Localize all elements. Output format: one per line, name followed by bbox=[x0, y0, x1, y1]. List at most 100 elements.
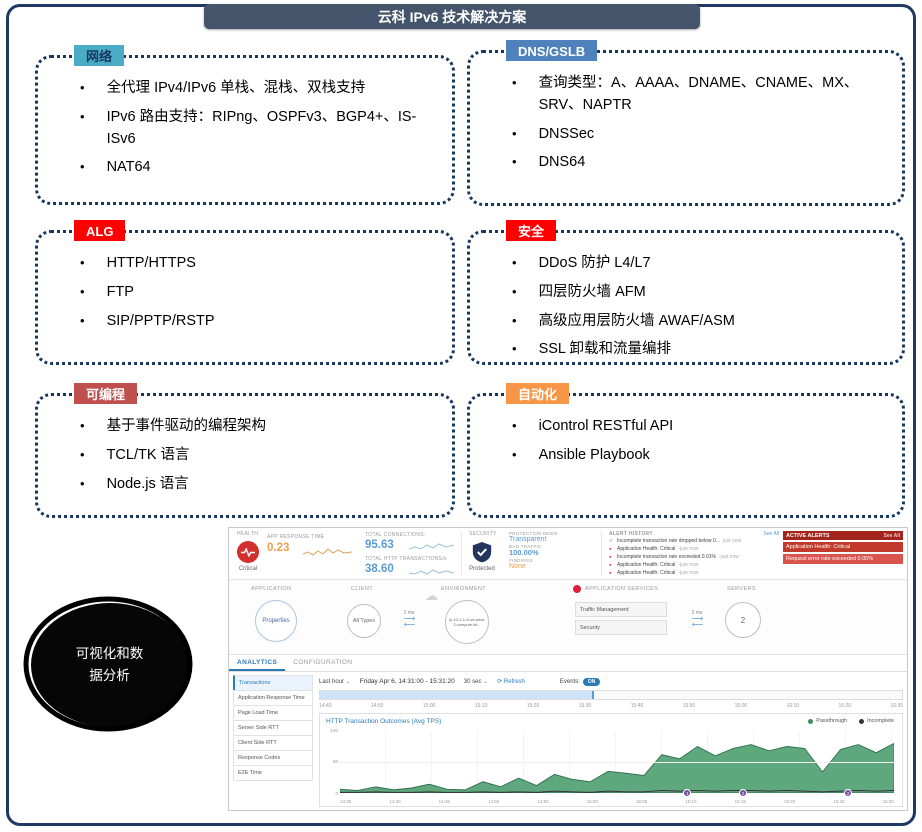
alert-history-item[interactable]: Incomplete transaction rate exceeded 0.0… bbox=[609, 553, 779, 561]
x-axis-tick: 15:15 bbox=[734, 799, 746, 804]
arrow-right-icon: ⟶ bbox=[403, 614, 415, 623]
timeline-tick: 15:20 bbox=[526, 703, 540, 709]
environment-column-label: ENVIRONMENT bbox=[441, 586, 487, 592]
sidebar-metric-item[interactable]: Application Response Time bbox=[233, 690, 313, 706]
timeline-selection[interactable] bbox=[320, 691, 594, 699]
feature-box-security: 安全 DDoS 防护 L4/L7 四层防火墙 AFM 高级应用层防火墙 AWAF/A… bbox=[467, 220, 905, 365]
feature-bullet-text: SIP/PPTP/RSTP bbox=[106, 312, 215, 329]
application-services-column-label: APPLICATION SERVICES bbox=[585, 586, 659, 592]
event-marker-badge[interactable]: 2 bbox=[844, 789, 853, 797]
alert-history-item[interactable]: Application Health: Critical -just now bbox=[609, 561, 779, 569]
legend-item[interactable]: Passthrough bbox=[808, 718, 847, 724]
active-alert-row[interactable]: Request error rate exceeded 0.05% bbox=[783, 554, 903, 564]
sidebar-metric-item[interactable]: E2E Time bbox=[233, 765, 313, 781]
alert-history-see-all-link[interactable]: See All bbox=[763, 531, 779, 537]
services-server-link: 2 ms ⟶ ⟵ bbox=[677, 610, 717, 629]
active-alert-row[interactable]: Application Health: Critical bbox=[783, 542, 903, 552]
feature-bullet-list: 基于事件驱动的编程架构TCL/TK 语言Node.js 语言 bbox=[38, 396, 452, 495]
x-axis-tick: 14:45 bbox=[438, 799, 450, 804]
alert-history-item[interactable]: Application Health: Critical -just now bbox=[609, 569, 779, 577]
alert-text: Application Health: Critical bbox=[617, 570, 676, 576]
alert-history-item[interactable]: Application Health: Critical -just now bbox=[609, 545, 779, 553]
x-axis-tick: 14:35 bbox=[340, 799, 352, 804]
arrow-right-icon: ⟶ bbox=[691, 614, 703, 623]
feature-bullet-text: TCL/TK 语言 bbox=[106, 446, 190, 463]
client-node[interactable]: All Types bbox=[347, 604, 381, 638]
health-label: HEALTH bbox=[237, 531, 259, 537]
feature-box-security-label: 安全 bbox=[506, 220, 557, 241]
feature-bullet: SSL 卸载和流量编排 bbox=[498, 339, 886, 361]
sidebar-metric-item[interactable]: Server Side RTT bbox=[233, 720, 313, 736]
client-latency: 1 ms bbox=[403, 610, 415, 616]
feature-bullet: 高级应用层防火墙 AWAF/ASM bbox=[498, 311, 886, 333]
alert-history-item[interactable]: Incomplete transaction rate dropped belo… bbox=[609, 537, 779, 545]
active-alerts-see-all-link[interactable]: See All bbox=[883, 532, 901, 539]
event-marker-badge[interactable]: 2 bbox=[738, 789, 747, 797]
tab-configuration[interactable]: CONFIGURATION bbox=[293, 659, 353, 666]
timeline-tick: 16:20 bbox=[838, 703, 852, 709]
cloud-icon: ☁ bbox=[425, 588, 438, 603]
feature-box-network-label: 网络 bbox=[74, 45, 125, 66]
total-connections-value: 95.63 bbox=[365, 539, 394, 551]
refresh-button[interactable]: Refresh bbox=[497, 678, 525, 685]
topology-row: APPLICATION Properties CLIENT All Types … bbox=[229, 580, 907, 655]
date-range-text: Friday Apr 6, 14:31:00 - 15:31:20 bbox=[359, 678, 455, 685]
application-properties-node[interactable]: Properties bbox=[255, 600, 297, 642]
feature-bullet-text: Node.js 语言 bbox=[106, 475, 189, 492]
bad-traffic-label: BAD TRAFFIC bbox=[509, 544, 542, 550]
bullet-icon bbox=[498, 282, 539, 304]
client-environment-link: 1 ms ⟶ ⟵ bbox=[389, 610, 429, 629]
total-http-label: TOTAL HTTP TRANSACTIONS/s bbox=[365, 556, 447, 562]
bullet-icon bbox=[66, 107, 107, 151]
feature-bullet-text: 四层防火墙 AFM bbox=[538, 283, 646, 300]
arrow-left-icon: ⟵ bbox=[691, 620, 703, 629]
timeline-tick: 15:50 bbox=[682, 703, 696, 709]
active-alerts-label: ACTIVE ALERTS bbox=[786, 532, 830, 539]
timeline-tick: 14:50 bbox=[370, 703, 384, 709]
timeline-tick: 16:10 bbox=[786, 703, 800, 709]
alert-text: Application Health: Critical bbox=[617, 562, 676, 568]
application-service-row[interactable]: Security bbox=[575, 620, 667, 635]
bullet-icon bbox=[498, 339, 539, 361]
feature-bullet-text: 查询类型：A、AAAA、DNAME、CNAME、MX、SRV、NAPTR bbox=[538, 75, 859, 113]
environment-node[interactable]: ip-10-1-1-8-us-west-2.compute.int... bbox=[445, 600, 489, 644]
x-axis-tick: 15:00 bbox=[586, 799, 598, 804]
timeline-tick: 16:00 bbox=[734, 703, 748, 709]
dashboard-status-bar: HEALTH Critical APP RESPONSE TIME 0.23 T… bbox=[229, 528, 907, 580]
feature-bullet-text: iControl RESTful API bbox=[538, 418, 674, 434]
feature-bullet: DDoS 防护 L4/L7 bbox=[498, 253, 886, 275]
app-response-sparkline bbox=[303, 548, 353, 556]
legend-item[interactable]: Incomplete bbox=[859, 718, 894, 724]
bullet-icon bbox=[66, 416, 107, 438]
feature-bullet-list: 全代理 IPv4/IPv6 单栈、混栈、双栈支持IPv6 路由支持：RIPng、… bbox=[38, 58, 452, 179]
sidebar-metric-item[interactable]: Page Load Time bbox=[233, 705, 313, 721]
chart-legend: Passthrough Incomplete bbox=[808, 718, 894, 724]
sidebar-metric-item[interactable]: Client Side RTT bbox=[233, 735, 313, 751]
page-title: 云科 IPv6 技术解决方案 bbox=[377, 8, 527, 25]
events-toggle[interactable]: ON bbox=[582, 677, 601, 686]
bullet-icon bbox=[66, 157, 107, 179]
sidebar-metric-item[interactable]: Response Codes bbox=[233, 750, 313, 766]
divider bbox=[461, 532, 462, 575]
timeline-tick: 15:40 bbox=[630, 703, 644, 709]
annotation-line1: 可视化和数 bbox=[75, 646, 144, 662]
timeline-tick: 16:30 bbox=[890, 703, 903, 709]
event-marker-badge[interactable]: 1 bbox=[683, 789, 692, 797]
x-axis-tick: 15:05 bbox=[635, 799, 648, 804]
feature-bullet: FTP bbox=[66, 282, 436, 304]
alert-time: -just now bbox=[718, 554, 739, 560]
timeline-scrubber[interactable] bbox=[319, 690, 903, 700]
health-status: Critical bbox=[238, 566, 258, 572]
alert-time: -just now bbox=[678, 546, 699, 552]
application-service-row[interactable]: Traffic Management bbox=[575, 602, 667, 617]
interval-dropdown[interactable]: 30 sec bbox=[464, 678, 488, 685]
servers-node[interactable]: 2 bbox=[725, 602, 761, 638]
tab-analytics[interactable]: ANALYTICS bbox=[229, 655, 286, 671]
y-axis-tick: 100 bbox=[330, 728, 338, 733]
bullet-icon bbox=[66, 445, 107, 467]
sidebar-metric-item[interactable]: Transactions bbox=[233, 675, 313, 691]
time-range-dropdown[interactable]: Last hour bbox=[319, 678, 351, 685]
servers-column-label: SERVERS bbox=[727, 586, 756, 592]
